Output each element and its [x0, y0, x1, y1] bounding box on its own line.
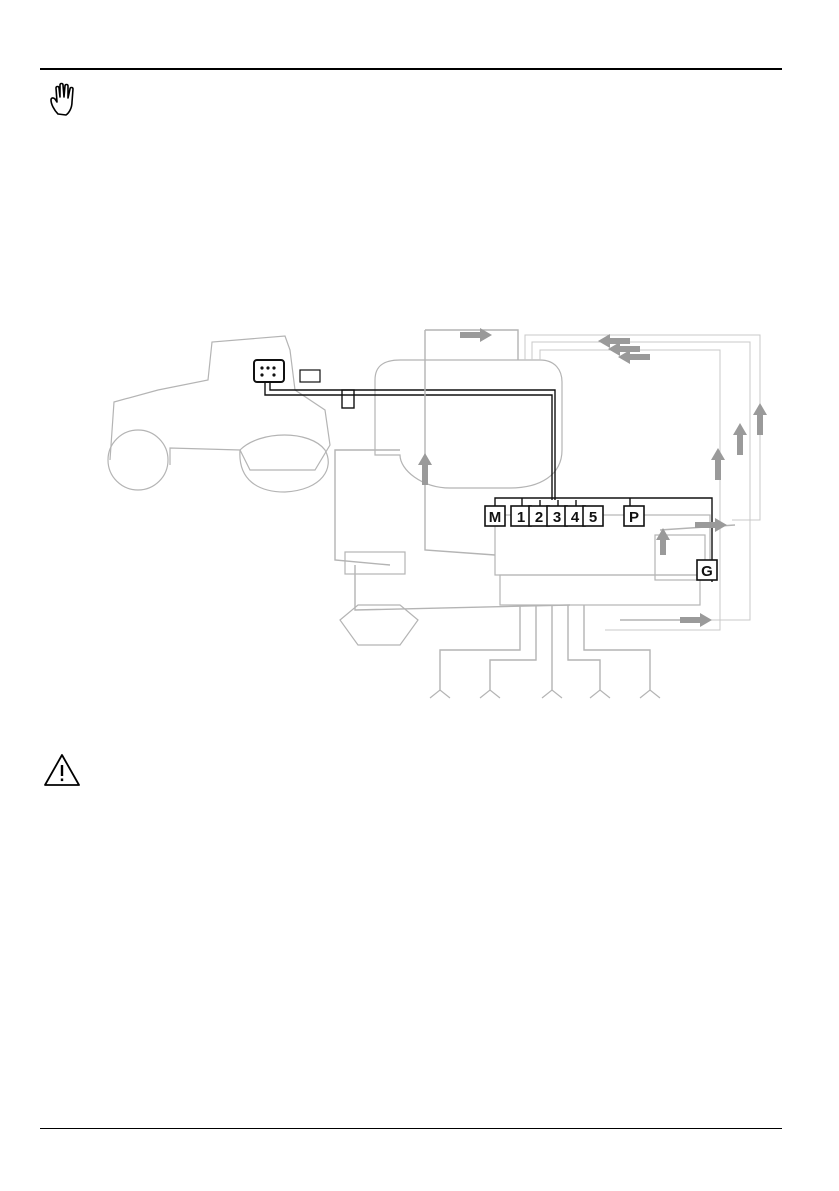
- flow-arrows: [418, 328, 767, 627]
- label-section-3: 3: [547, 506, 567, 526]
- label-main-valve-text: M: [489, 509, 502, 526]
- label-section-2-text: 2: [535, 509, 543, 526]
- label-section-5: 5: [583, 506, 603, 526]
- boom-sections: [430, 605, 660, 698]
- hand-stop-icon: [48, 80, 82, 118]
- label-pressure-valve-text: P: [629, 509, 639, 526]
- label-flow-meter-text: G: [701, 563, 713, 580]
- sprayer-system-diagram: M 1 2 3 4 5 P G: [100, 320, 790, 710]
- label-section-4-text: 4: [571, 509, 580, 526]
- cable-connector: [342, 390, 354, 408]
- label-section-5-text: 5: [589, 509, 597, 526]
- label-section-2: 2: [529, 506, 549, 526]
- tractor-outline: [108, 336, 330, 492]
- battery-icon: [300, 370, 320, 382]
- label-section-4: 4: [565, 506, 585, 526]
- label-section-3-text: 3: [553, 509, 561, 526]
- page-number: [768, 30, 788, 60]
- label-section-1-text: 1: [517, 509, 525, 526]
- label-section-1: 1: [511, 506, 531, 526]
- warning-triangle-icon: [42, 752, 82, 788]
- footer-rule: [40, 1128, 782, 1129]
- pump-outline: [340, 552, 418, 645]
- label-pressure-valve: P: [624, 506, 644, 526]
- header-rule: [40, 68, 782, 70]
- control-box: [254, 360, 284, 382]
- label-main-valve: M: [485, 506, 505, 526]
- label-flow-meter: G: [697, 560, 717, 580]
- tank-outline: [375, 360, 562, 488]
